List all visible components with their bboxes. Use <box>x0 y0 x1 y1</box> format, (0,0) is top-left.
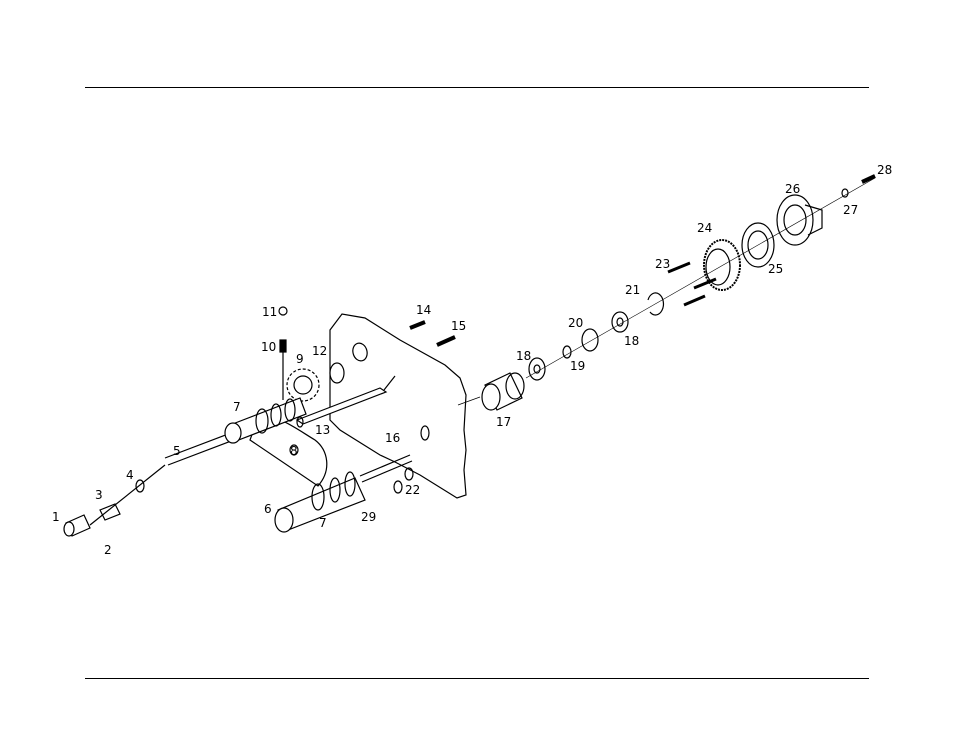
label-10: 10 <box>261 340 276 354</box>
label-2: 2 <box>104 543 112 557</box>
label-9: 9 <box>296 352 304 366</box>
part-3 <box>99 503 121 521</box>
label-26: 26 <box>785 182 800 196</box>
label-18b: 18 <box>624 334 639 348</box>
label-22: 22 <box>405 483 420 497</box>
label-15: 15 <box>451 319 466 333</box>
label-27: 27 <box>843 203 858 217</box>
bearing-20 <box>581 328 599 352</box>
label-28: 28 <box>877 163 892 177</box>
bearing-18b <box>611 311 629 333</box>
label-11: 11 <box>262 305 277 319</box>
footer-rule <box>85 678 869 679</box>
label-7b: 7 <box>319 516 327 530</box>
label-6: 6 <box>264 502 272 516</box>
label-12: 12 <box>312 344 327 358</box>
label-3: 3 <box>95 488 103 502</box>
bearing-18a <box>528 357 546 381</box>
label-7a: 7 <box>233 400 241 414</box>
label-8: 8 <box>290 444 298 458</box>
pulley-26 <box>776 194 814 246</box>
clip-21 <box>647 292 665 316</box>
label-5: 5 <box>173 444 181 458</box>
washer-12 <box>329 362 345 384</box>
label-24: 24 <box>697 221 712 235</box>
gear-24 <box>703 239 741 291</box>
label-18a: 18 <box>516 349 531 363</box>
label-13: 13 <box>315 423 330 437</box>
shaft-13 <box>295 387 388 425</box>
label-17: 17 <box>496 415 511 429</box>
sprocket-9 <box>286 368 320 402</box>
label-21: 21 <box>625 283 640 297</box>
label-23: 23 <box>655 257 670 271</box>
header-rule <box>85 87 869 88</box>
label-25: 25 <box>768 262 783 276</box>
label-19: 19 <box>570 359 585 373</box>
label-29: 29 <box>361 510 376 524</box>
label-1: 1 <box>52 510 60 524</box>
label-20: 20 <box>568 316 583 330</box>
label-14: 14 <box>416 303 431 317</box>
label-4: 4 <box>126 468 134 482</box>
label-16: 16 <box>385 431 400 445</box>
